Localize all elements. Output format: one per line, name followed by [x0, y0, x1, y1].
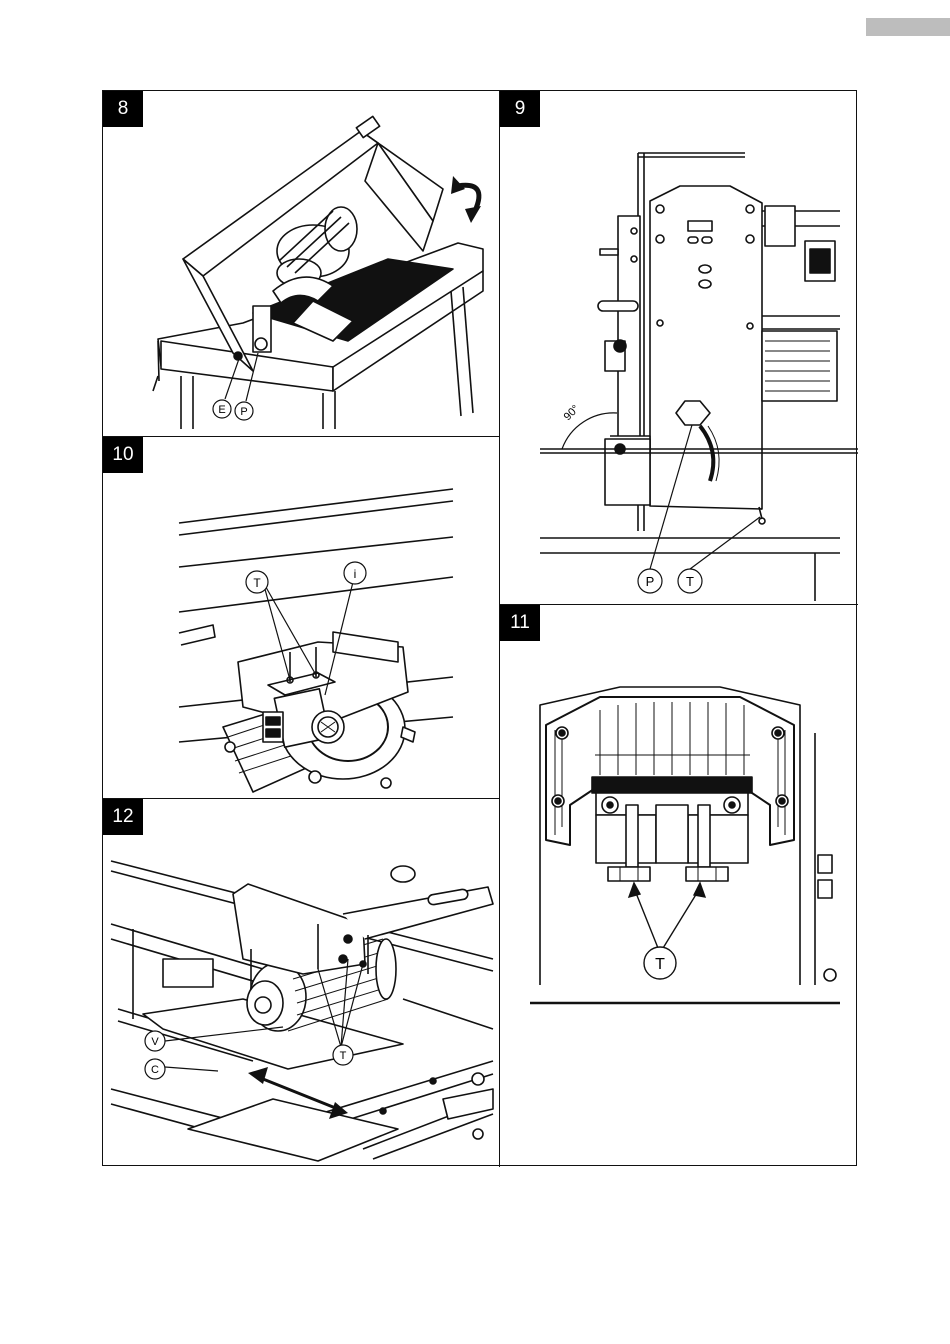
fig8-callout-E: E: [218, 404, 225, 416]
page-tab-marker: [866, 18, 950, 36]
fig12-callout-C: C: [151, 1064, 159, 1076]
figure-11-panel: 11: [500, 605, 858, 1167]
figure-12-drawing: V C T: [103, 799, 500, 1167]
fig10-callout-T: T: [253, 576, 261, 590]
fig10-callout-i: i: [354, 567, 357, 581]
figure-10-panel: 10: [103, 437, 500, 799]
figure-9-drawing: 90° P T: [500, 91, 858, 605]
fig9-callout-T: T: [686, 574, 694, 589]
figure-10-drawing: T i: [103, 437, 500, 799]
fig12-callout-V: V: [151, 1036, 159, 1048]
figure-grid: 8: [102, 90, 857, 1166]
figure-9-panel: 9: [500, 91, 858, 605]
fig11-callout-T: T: [655, 956, 665, 973]
figure-8-drawing: E P: [103, 91, 500, 437]
figure-8-panel: 8: [103, 91, 500, 437]
figure-11-drawing: T: [500, 605, 858, 1167]
figure-12-panel: 12: [103, 799, 500, 1167]
fig9-callout-P: P: [646, 574, 655, 589]
fig8-callout-P: P: [240, 406, 247, 418]
fig12-callout-T: T: [340, 1050, 347, 1062]
fig9-angle-label: 90°: [562, 403, 582, 423]
